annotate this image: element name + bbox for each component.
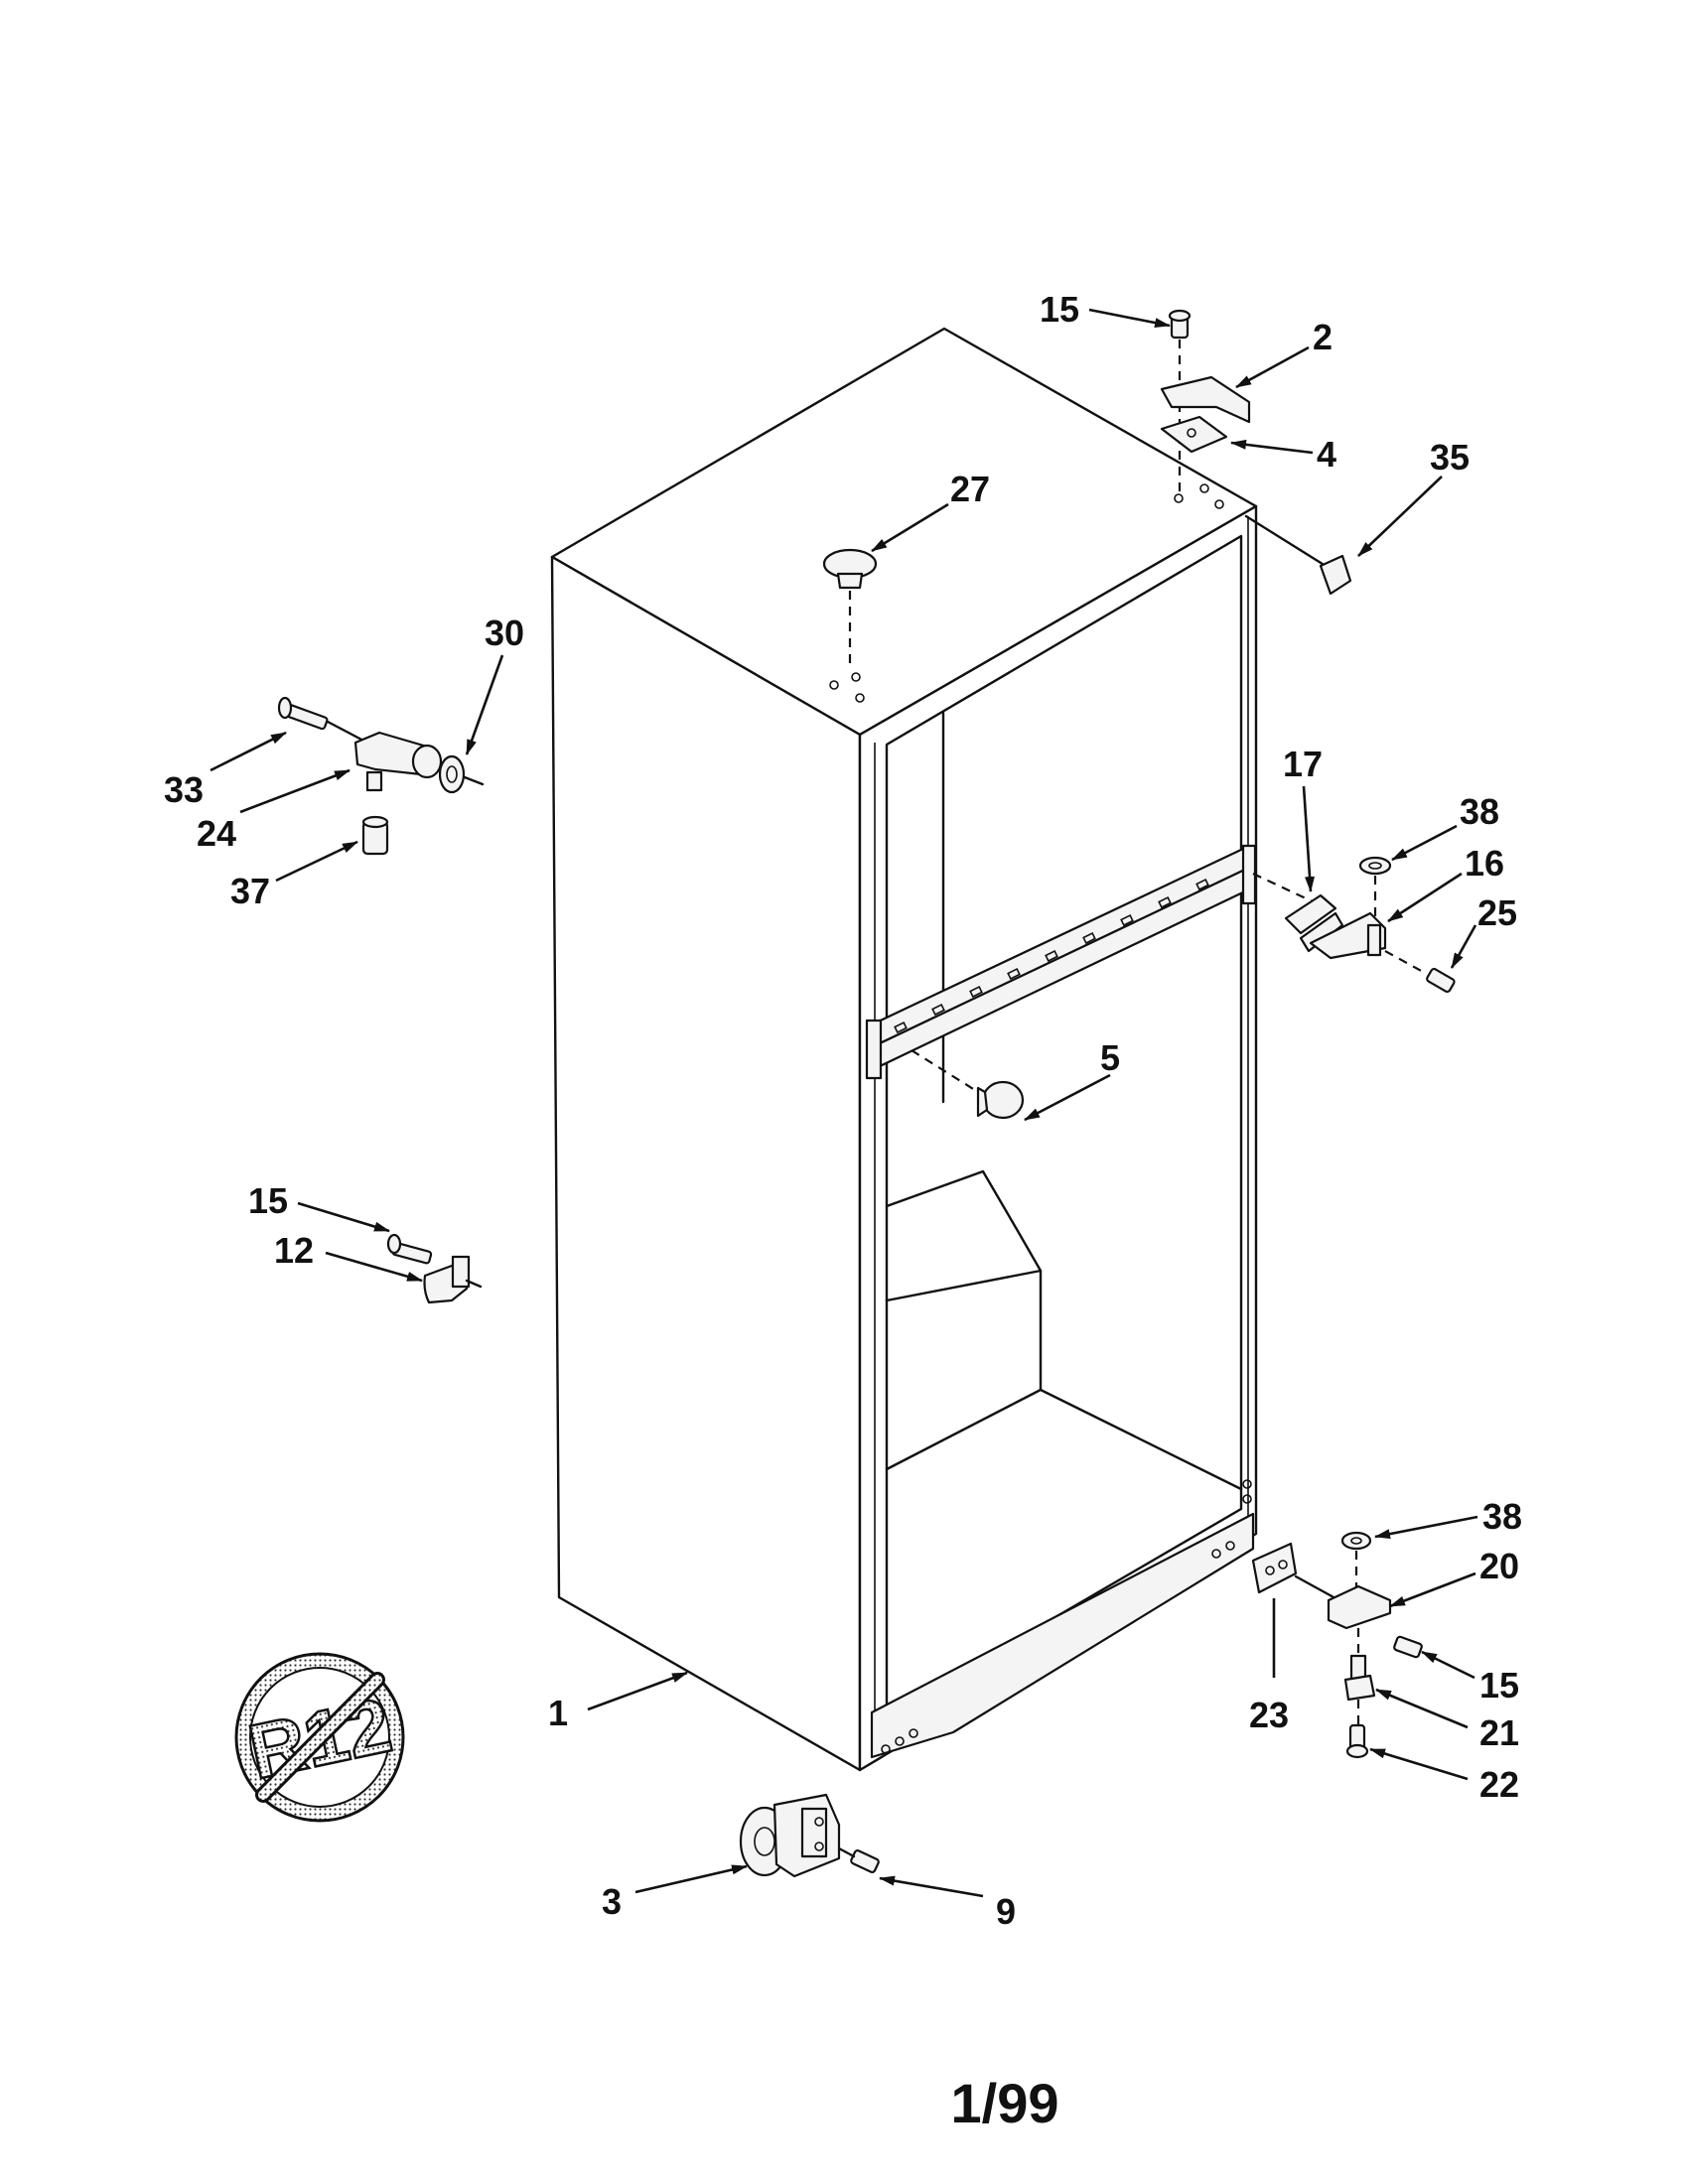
- callout-9: 9: [996, 1891, 1016, 1932]
- cabinet-front-frame: [858, 504, 1258, 1772]
- callout-25: 25: [1477, 892, 1517, 933]
- hinge-pin-24: [353, 731, 443, 792]
- plug-27: [822, 548, 878, 590]
- no-r12-badge: R12: [234, 1652, 405, 1823]
- lower-compartment-step: [885, 1169, 1043, 1392]
- divider-rail-slots: [894, 879, 1209, 1033]
- diagram-date-code: 1/99: [951, 2072, 1059, 2134]
- callout-15-left: 15: [248, 1180, 288, 1221]
- callout-15-top: 15: [1040, 289, 1079, 330]
- washer-30: [438, 754, 466, 794]
- roller-assembly-3: [739, 1793, 841, 1878]
- callout-2: 2: [1313, 317, 1333, 357]
- cabinet-bottom-strip: [870, 1512, 1255, 1759]
- callout-23: 23: [1249, 1695, 1289, 1735]
- washer-38-top: [1358, 856, 1392, 876]
- callout-20: 20: [1479, 1546, 1519, 1586]
- callout-labels: 15 2 4 35 27 30 33 24 37 17 38 16 25 5 1…: [164, 289, 1522, 1932]
- screw-15-left: [386, 1233, 433, 1265]
- bottom-hinge-20: [1327, 1584, 1392, 1630]
- hinge-shim-4: [1160, 415, 1228, 454]
- callout-15-right: 15: [1479, 1665, 1519, 1706]
- callout-33: 33: [164, 769, 204, 810]
- callout-21: 21: [1479, 1712, 1519, 1753]
- callout-27: 27: [950, 469, 990, 509]
- callout-1: 1: [548, 1693, 568, 1733]
- screw-15-top: [1168, 309, 1192, 340]
- center-hinge-16: [1309, 911, 1387, 960]
- plug-5: [976, 1080, 1025, 1120]
- callout-4: 4: [1317, 434, 1336, 475]
- hinge-cap-35: [1319, 554, 1352, 596]
- leader-arrows: [210, 308, 1478, 1898]
- door-stop-12: [423, 1255, 471, 1304]
- callout-38-top: 38: [1460, 791, 1499, 832]
- cabinet-side-face: [550, 555, 862, 1772]
- screw-25: [1426, 967, 1456, 994]
- screw-15-right: [1393, 1635, 1423, 1659]
- callout-22: 22: [1479, 1764, 1519, 1805]
- callout-17: 17: [1283, 744, 1323, 784]
- callout-30: 30: [485, 613, 524, 653]
- callout-16: 16: [1465, 843, 1504, 884]
- screw-33: [277, 696, 329, 731]
- callout-3: 3: [602, 1881, 622, 1922]
- washer-38-bottom: [1340, 1531, 1372, 1551]
- callout-12: 12: [274, 1230, 314, 1271]
- top-hinge-2: [1160, 375, 1251, 424]
- screw-22: [1345, 1723, 1369, 1759]
- callout-38-bottom: 38: [1482, 1496, 1522, 1537]
- shim-23: [1251, 1542, 1298, 1594]
- cabinet-liner-opening: [885, 534, 1243, 1717]
- callout-24: 24: [197, 813, 236, 854]
- callout-35: 35: [1430, 437, 1470, 478]
- cabinet: [550, 327, 1258, 1772]
- bushing-37: [361, 815, 389, 856]
- spacer-17: [1284, 893, 1344, 953]
- callout-37: 37: [230, 871, 270, 911]
- hinge-pin-21: [1343, 1654, 1376, 1702]
- callout-5: 5: [1100, 1037, 1120, 1078]
- screw-9: [850, 1849, 880, 1873]
